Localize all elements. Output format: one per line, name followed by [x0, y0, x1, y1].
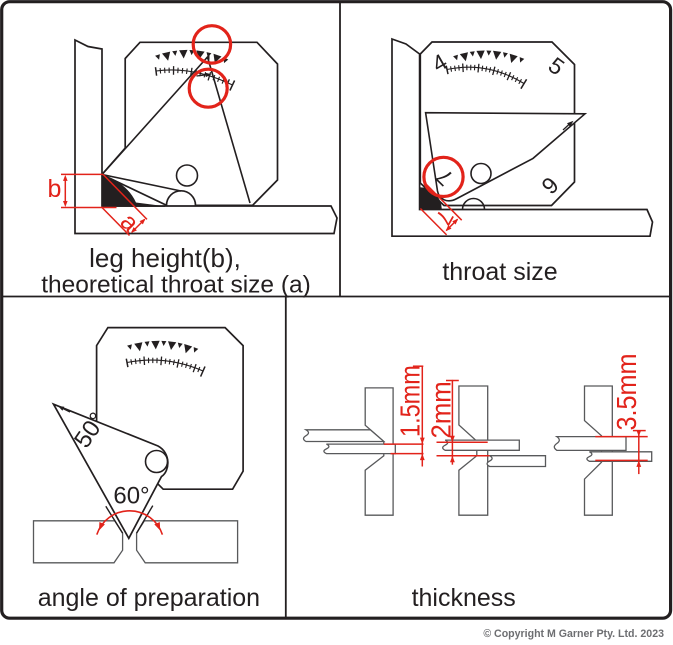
svg-text:angle of preparation: angle of preparation [38, 584, 260, 612]
svg-text:3.5mm: 3.5mm [611, 354, 643, 431]
svg-text:© Copyright M Garner Pty. Ltd.: © Copyright M Garner Pty. Ltd. 2023 [483, 628, 664, 640]
svg-text:thickness: thickness [412, 584, 516, 612]
svg-text:theoretical throat size (a): theoretical throat size (a) [41, 272, 311, 299]
svg-text:b: b [48, 175, 62, 203]
svg-text:60°: 60° [113, 483, 149, 510]
svg-text:leg height(b),: leg height(b), [89, 243, 241, 273]
svg-text:throat size: throat size [442, 258, 557, 286]
svg-text:1.5mm: 1.5mm [396, 365, 426, 437]
svg-text:2mm: 2mm [425, 381, 456, 438]
